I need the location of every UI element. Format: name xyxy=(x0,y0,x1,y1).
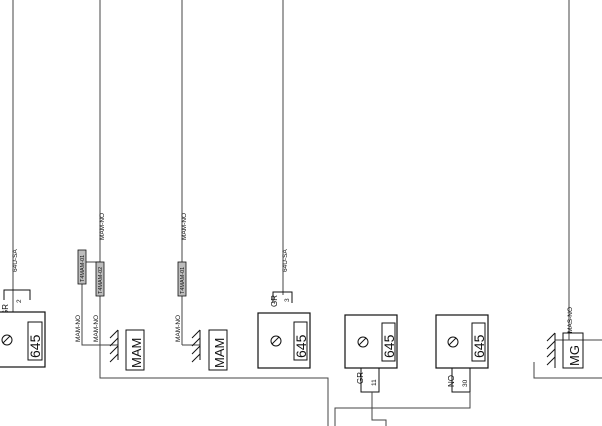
bus-wire-cross xyxy=(334,392,471,426)
ground-hatch-icon xyxy=(109,329,119,363)
comp2-pin-color: GR xyxy=(270,295,279,307)
wire-label-mam-no-top-1: MAM-NO xyxy=(99,213,106,240)
bus-wire-drop xyxy=(371,392,387,426)
wire-label-mam-no-left-2: MAM-NO xyxy=(93,315,100,342)
svg-text:T4MAM-01: T4MAM-01 xyxy=(80,255,86,282)
wire-label-mam-no-left-3: MAM-NO xyxy=(175,315,182,342)
comp1-code: 645 xyxy=(27,334,43,358)
fuse-tag-2: T4MAM-02 xyxy=(95,261,105,297)
motor-symbol-icon xyxy=(1,334,13,346)
wire-label-mam-no-left-1: MAM-NO xyxy=(75,315,82,342)
wire-label-64u-sa-2: 64U-SA xyxy=(282,249,289,272)
ground-label-mam-2: MAM xyxy=(212,338,227,368)
ground-label-mg: MG xyxy=(567,345,582,366)
comp3-pin-number: 11 xyxy=(371,379,378,386)
comp3-code: 645 xyxy=(381,334,397,358)
comp1-pin-number: 2 xyxy=(16,299,23,303)
wire-label-mas-no: MAS-NO xyxy=(567,307,574,333)
motor-symbol-icon xyxy=(447,336,459,348)
ground-hatch-icon xyxy=(191,329,201,363)
motor-symbol-icon xyxy=(357,336,369,348)
comp2-pin-number: 3 xyxy=(284,298,291,302)
fuse-tag-3: T4MAM-01 xyxy=(177,261,187,297)
svg-text:T4MAM-02: T4MAM-02 xyxy=(98,267,104,294)
wire-label-mam-no-top-2: MAM-NO xyxy=(181,213,188,240)
ground-label-mam-1: MAM xyxy=(129,338,144,368)
bus-wire-main xyxy=(99,345,329,426)
comp4-pin-color: NO xyxy=(447,375,456,387)
ground-hatch-icon xyxy=(546,332,556,368)
comp3-pin-color: GR xyxy=(356,372,365,384)
wire-label-64u-sa-1: 64U-SA xyxy=(12,249,19,272)
svg-text:T4MAM-01: T4MAM-01 xyxy=(180,267,186,294)
motor-symbol-icon xyxy=(270,335,282,347)
comp2-code: 645 xyxy=(293,334,309,358)
component-4-box xyxy=(435,314,489,369)
component-3-box xyxy=(344,314,398,369)
comp1-pin-color: GR xyxy=(1,304,10,316)
fuse-tag-1: T4MAM-01 xyxy=(77,249,87,285)
component-1-box xyxy=(0,311,46,368)
comp4-code: 645 xyxy=(471,334,487,358)
comp4-pin-number: 30 xyxy=(462,379,469,387)
